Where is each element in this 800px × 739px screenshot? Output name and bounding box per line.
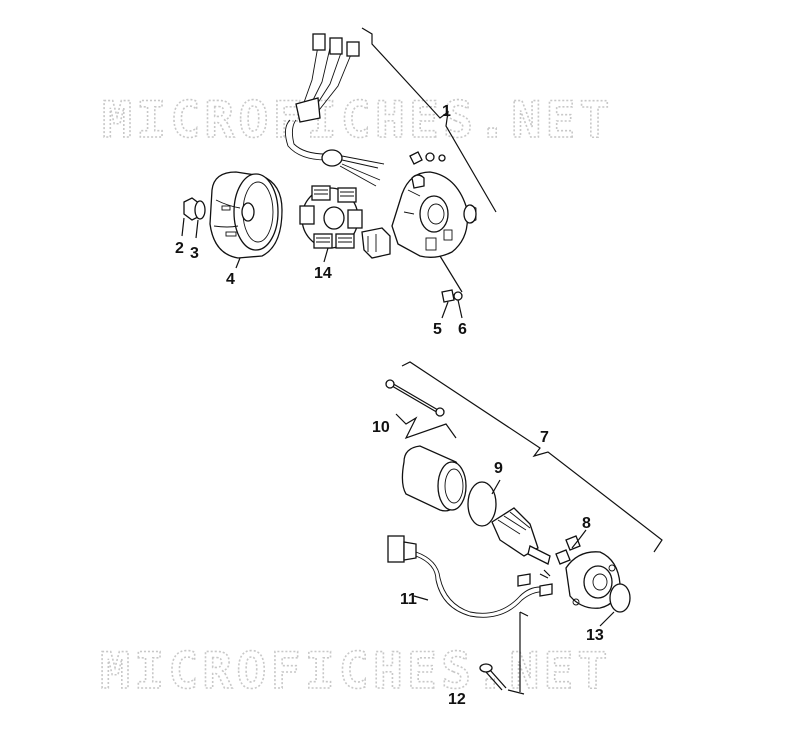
callout-3: 3 <box>190 245 199 262</box>
callout-7: 7 <box>540 429 549 446</box>
callout-6: 6 <box>458 321 467 338</box>
bracket-7 <box>401 361 663 553</box>
callout-14: 14 <box>314 265 332 282</box>
bracket-1 <box>361 27 497 213</box>
callout-9: 9 <box>494 460 503 477</box>
rotor-flywheel <box>209 171 283 259</box>
screw-and-washer <box>439 255 463 319</box>
magneto-assembly <box>181 27 497 319</box>
mounting-screw <box>479 611 529 695</box>
callout-5: 5 <box>433 321 442 338</box>
stator-base-plate <box>361 151 477 259</box>
through-bolts <box>385 379 457 440</box>
starter-cable <box>387 535 553 618</box>
callout-12: 12 <box>448 691 466 708</box>
o-ring-9 <box>467 481 497 527</box>
brush-holder <box>539 529 587 579</box>
callout-1: 1 <box>442 103 451 120</box>
callout-13: 13 <box>586 627 604 644</box>
callout-2: 2 <box>175 240 184 257</box>
o-ring-13 <box>609 583 631 613</box>
motor-yoke <box>401 445 467 512</box>
stator-coil <box>299 185 363 249</box>
starter-motor-assembly <box>385 361 663 695</box>
armature <box>491 507 551 565</box>
callout-4: 4 <box>226 271 235 288</box>
wire-harness <box>285 33 385 187</box>
watermark-top: MICROFICHES.NET <box>102 91 614 149</box>
callout-8: 8 <box>582 515 591 532</box>
callout-10: 10 <box>372 419 390 436</box>
end-cover <box>565 551 621 609</box>
callout-11: 11 <box>400 591 417 608</box>
watermark-bottom: MICROFICHES.NET <box>100 642 612 700</box>
nut-and-washer <box>183 197 206 221</box>
